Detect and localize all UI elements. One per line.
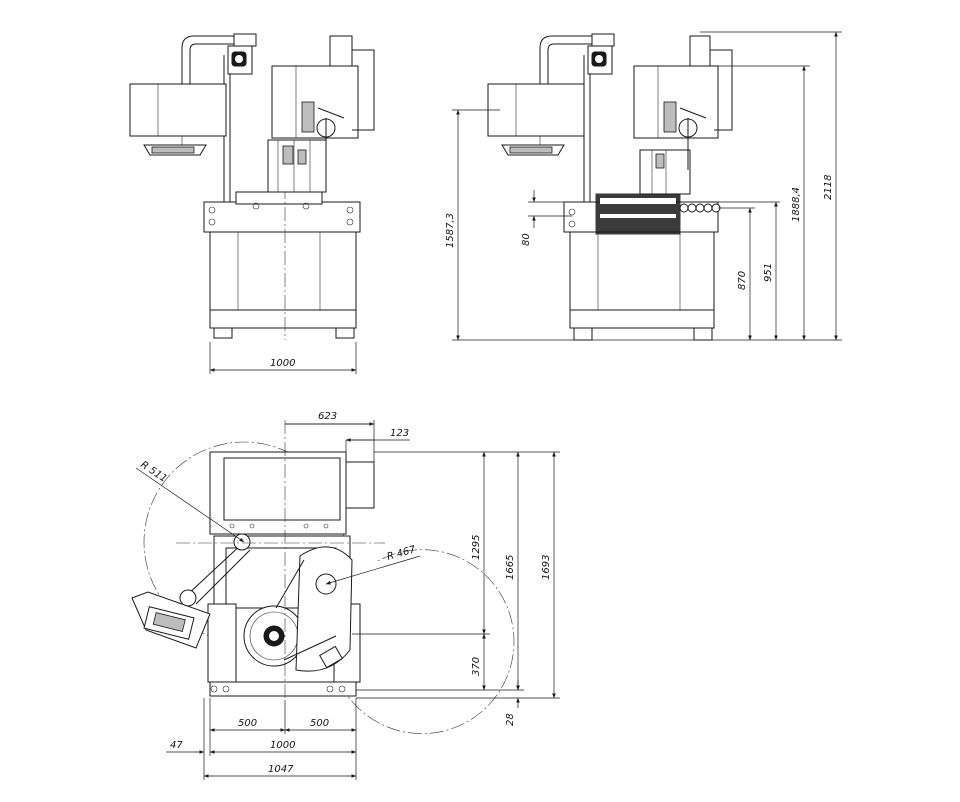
- height-1888-label: 1888,4: [791, 187, 802, 222]
- front-width-label: 1000: [270, 358, 295, 369]
- radius-467-label: R 467: [386, 544, 418, 563]
- front-dimension-1000: 1000: [209, 342, 357, 374]
- height-870-label: 870: [737, 271, 748, 290]
- top-1000-label: 1000: [270, 740, 295, 751]
- top-123-label: 123: [390, 428, 409, 439]
- top-47-label: 47: [170, 740, 183, 751]
- height-1587-label: 1587,3: [445, 213, 456, 248]
- top-1047-label: 1047: [268, 764, 294, 775]
- height-2118-label: 2118: [823, 175, 834, 200]
- top-1665-label: 1665: [505, 555, 516, 580]
- top-500-left-label: 500: [238, 718, 257, 729]
- top-1295-label: 1295: [471, 535, 482, 560]
- top-500-right-label: 500: [310, 718, 329, 729]
- height-80-label: 80: [521, 233, 532, 246]
- height-951-label: 951: [763, 263, 774, 282]
- top-623-label: 623: [318, 411, 337, 422]
- top-28-label: 28: [505, 713, 516, 726]
- top-1693-label: 1693: [541, 555, 552, 580]
- top-view: [131, 420, 515, 734]
- radius-511-label: R 511: [138, 459, 168, 484]
- top-370-label: 370: [471, 657, 482, 676]
- side-dimensions: 2118 1888,4 951 870 1587,3 80: [445, 31, 842, 341]
- side-view: [487, 33, 733, 341]
- front-view: [129, 33, 375, 340]
